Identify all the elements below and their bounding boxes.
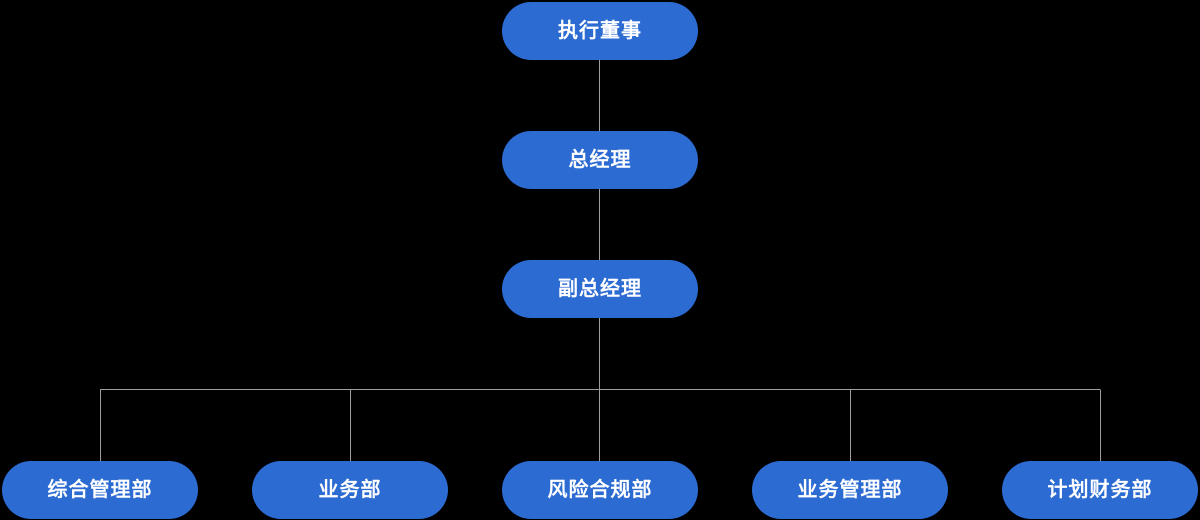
org-node-dept-risk-compliance: 风险合规部: [502, 461, 698, 519]
org-node-dept-business: 业务部: [252, 461, 448, 519]
org-node-deputy-general-manager: 副总经理: [502, 260, 698, 318]
org-node-dept-planning-finance: 计划财务部: [1002, 461, 1198, 519]
org-node-general-manager: 总经理: [502, 131, 698, 189]
org-node-dept-general-admin: 综合管理部: [2, 461, 198, 519]
org-node-dept-business-management: 业务管理部: [752, 461, 948, 519]
org-node-executive-director: 执行董事: [502, 2, 698, 60]
